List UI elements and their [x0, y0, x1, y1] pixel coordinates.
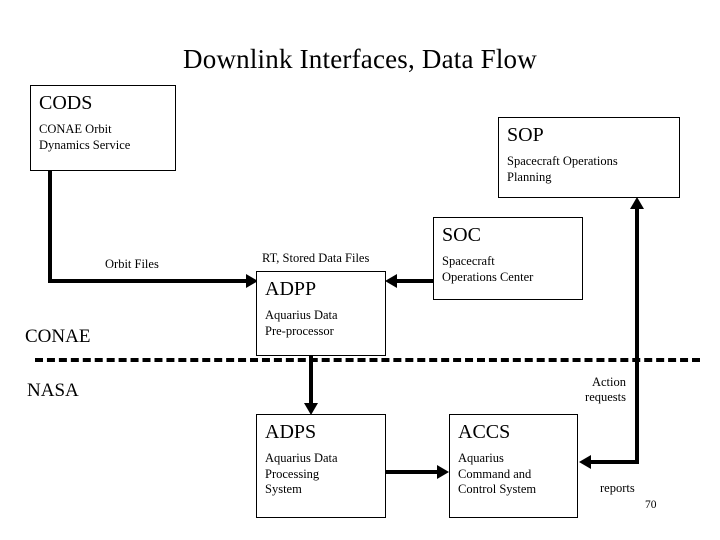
- box-sop-acronym: SOP: [507, 124, 544, 146]
- arrowhead-action-requests-to-sop: [630, 197, 644, 209]
- page-title: Downlink Interfaces, Data Flow: [183, 44, 537, 74]
- connector-action-requests-riser: [635, 209, 639, 464]
- box-accs[interactable]: ACCS Aquarius Command and Control System: [449, 414, 578, 518]
- box-adps-acronym: ADPS: [265, 421, 317, 443]
- label-orbit-files: Orbit Files: [105, 257, 159, 271]
- box-adpp-name: Aquarius Data Pre-processor: [265, 308, 338, 338]
- arrowhead-soc-to-adpp: [385, 274, 397, 288]
- arrowhead-cods-to-adpp: [246, 274, 258, 288]
- box-sop-name: Spacecraft Operations Planning: [507, 154, 618, 184]
- box-cods-acronym: CODS: [39, 92, 93, 114]
- connector-soc-to-adpp: [396, 279, 434, 283]
- arrowhead-adpp-to-adps: [304, 403, 318, 415]
- box-cods-name: CONAE Orbit Dynamics Service: [39, 122, 131, 152]
- connector-cods-down: [48, 170, 52, 283]
- connector-reports-to-accs: [590, 460, 639, 464]
- box-adps[interactable]: ADPS Aquarius Data Processing System: [256, 414, 386, 518]
- label-action-requests: Action requests: [585, 375, 626, 404]
- box-soc-name: Spacecraft Operations Center: [442, 254, 534, 284]
- label-rt-stored-data-files: RT, Stored Data Files: [262, 251, 370, 265]
- zone-label-conae: CONAE: [25, 326, 91, 347]
- box-adpp-acronym: ADPP: [265, 278, 317, 300]
- box-adps-name: Aquarius Data Processing System: [265, 451, 338, 496]
- connector-cods-to-adpp: [48, 279, 248, 283]
- zone-label-nasa: NASA: [27, 380, 79, 401]
- box-sop[interactable]: SOP Spacecraft Operations Planning: [498, 117, 680, 198]
- page-number: 70: [645, 499, 657, 511]
- box-adpp[interactable]: ADPP Aquarius Data Pre-processor: [256, 271, 386, 356]
- arrowhead-reports-to-accs: [579, 455, 591, 469]
- box-accs-name: Aquarius Command and Control System: [458, 451, 537, 496]
- arrowhead-adps-to-accs: [437, 465, 449, 479]
- box-soc[interactable]: SOC Spacecraft Operations Center: [433, 217, 583, 300]
- connector-adpp-to-adps: [309, 355, 313, 405]
- box-cods[interactable]: CODS CONAE Orbit Dynamics Service: [30, 85, 176, 171]
- connector-adps-to-accs: [385, 470, 439, 474]
- box-soc-acronym: SOC: [442, 224, 481, 246]
- conae-nasa-divider: [35, 358, 700, 362]
- box-accs-acronym: ACCS: [458, 421, 511, 443]
- label-reports: reports: [600, 481, 635, 495]
